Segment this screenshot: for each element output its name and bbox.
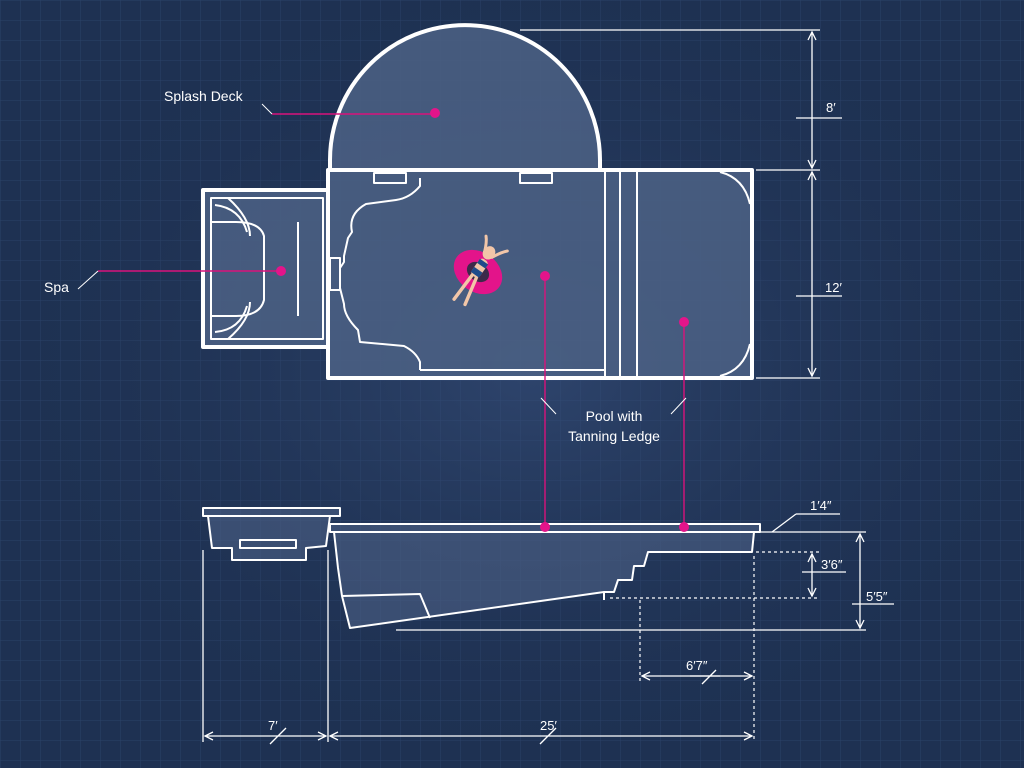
spa-section <box>202 507 341 561</box>
pool-plan <box>326 168 754 380</box>
pool-length-dimension: 25′ <box>540 718 557 733</box>
pool-label-line1: Pool with <box>586 408 643 424</box>
splash-deck-marker <box>430 108 440 118</box>
pool-label-line2: Tanning Ledge <box>568 428 660 444</box>
spa-plan <box>201 188 330 349</box>
pool-width-dimension: 12′ <box>825 280 842 295</box>
deck-depth-dimension: 8′ <box>826 100 836 115</box>
deep-depth-dimension: 5′5″ <box>866 589 888 604</box>
ledge-depth-dimension: 1′4″ <box>810 498 832 513</box>
spa-marker <box>276 266 286 276</box>
splash-deck-plan <box>328 23 602 171</box>
dimension-lines <box>202 29 894 745</box>
pool-section-marker <box>540 522 550 532</box>
spa-label: Spa <box>44 279 69 295</box>
swimmer-icon <box>452 234 509 307</box>
ledge-marker <box>679 317 689 327</box>
splash-deck-label: Splash Deck <box>164 88 244 104</box>
shallow-depth-dimension: 3′6″ <box>821 557 843 572</box>
pool-marker <box>540 271 550 281</box>
spa-length-dimension: 7′ <box>268 718 278 733</box>
step-length-dimension: 6′7″ <box>686 658 708 673</box>
leaders <box>77 103 689 532</box>
ledge-section-marker <box>679 522 689 532</box>
